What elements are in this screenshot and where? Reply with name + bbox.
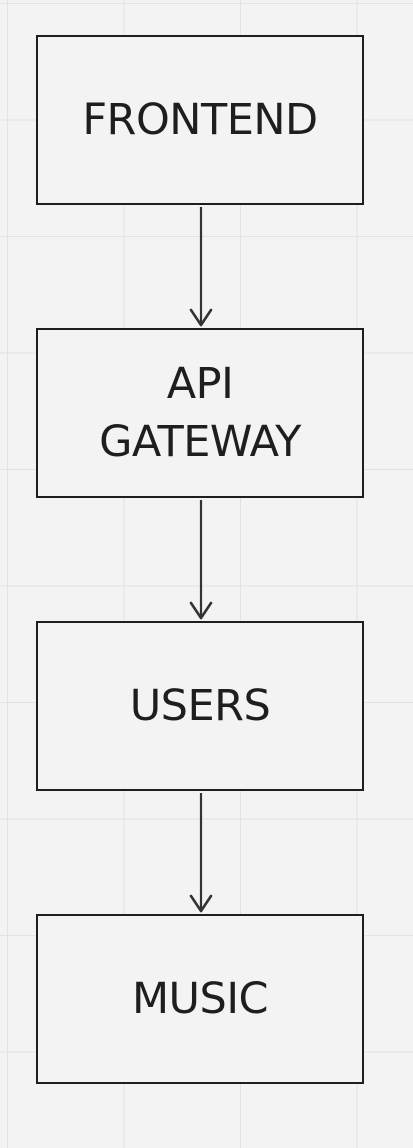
- node-api-gateway[interactable]: API GATEWAY: [36, 328, 364, 498]
- edge-api-gateway-to-users: [189, 500, 213, 620]
- node-music[interactable]: MUSIC: [36, 914, 364, 1084]
- node-label-users: USERS: [129, 681, 271, 731]
- edge-users-to-music: [189, 793, 213, 913]
- arrowhead-icon: [189, 894, 213, 913]
- node-label-music: MUSIC: [131, 974, 269, 1024]
- edge-frontend-to-api-gateway: [189, 207, 213, 327]
- node-users[interactable]: USERS: [36, 621, 364, 791]
- node-frontend[interactable]: FRONTEND: [36, 35, 364, 205]
- arrowhead-icon: [189, 601, 213, 620]
- arrowhead-icon: [189, 308, 213, 327]
- node-label-api-gateway: API GATEWAY: [99, 359, 301, 467]
- node-label-frontend: FRONTEND: [82, 95, 318, 145]
